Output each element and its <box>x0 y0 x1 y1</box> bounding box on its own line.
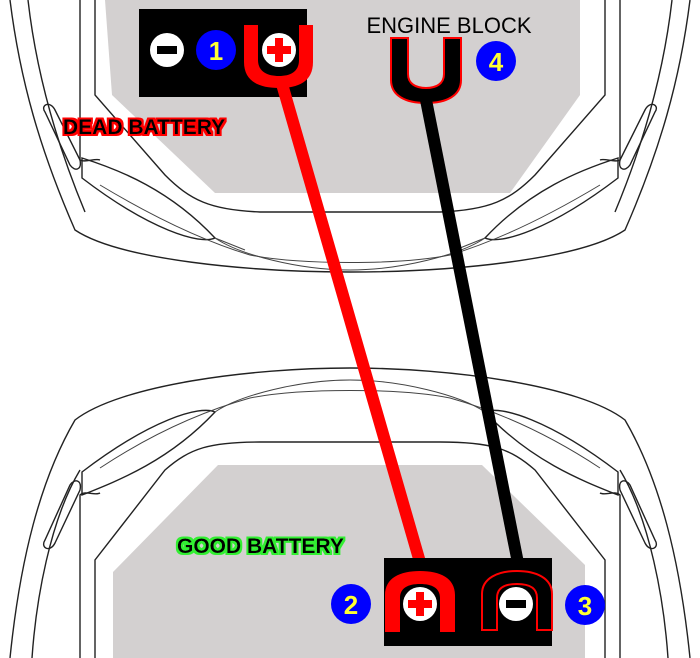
step-number-4: 4 <box>489 47 504 77</box>
good-battery-label: GOOD BATTERY <box>177 535 344 558</box>
good-battery <box>384 558 553 646</box>
minus-icon <box>506 600 526 608</box>
black-clamp-engine-block[interactable] <box>390 37 462 105</box>
plus-icon <box>408 592 432 616</box>
black-cable[interactable] <box>420 98 525 570</box>
red-cable[interactable] <box>276 82 430 578</box>
good-car-outline <box>9 367 691 658</box>
plus-icon <box>267 38 291 62</box>
step-badge-4: 4 <box>476 41 516 81</box>
red-clamp-good-positive[interactable] <box>385 571 455 632</box>
dead-battery-label: DEAD BATTERY <box>63 116 225 139</box>
step-number-1: 1 <box>209 36 223 66</box>
red-clamp-dead-positive[interactable] <box>244 25 313 88</box>
minus-icon <box>157 46 177 54</box>
good-battery-positive-terminal[interactable] <box>403 587 437 621</box>
good-battery-negative-terminal[interactable] <box>499 587 533 621</box>
black-clamp-good-negative[interactable] <box>481 569 553 631</box>
step-badge-1: 1 <box>196 30 236 70</box>
dead-battery-positive-terminal[interactable] <box>262 33 296 67</box>
engine-block-label: ENGINE BLOCK <box>366 13 531 38</box>
dead-battery-negative-terminal[interactable] <box>150 33 184 67</box>
step-badge-3: 3 <box>565 585 605 625</box>
step-number-2: 2 <box>344 590 358 620</box>
step-badge-2: 2 <box>331 584 371 624</box>
step-number-3: 3 <box>578 591 592 621</box>
